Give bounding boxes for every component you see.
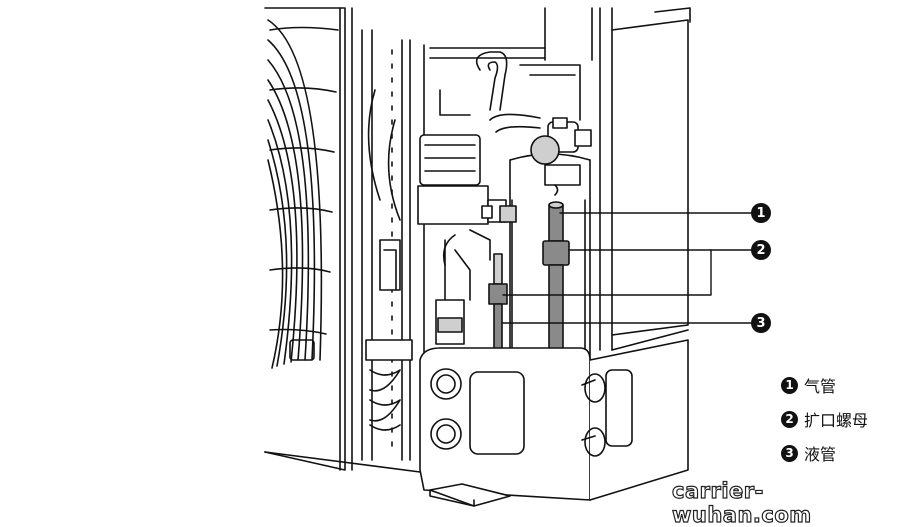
fan-grille bbox=[264, 7, 346, 471]
legend-number-1: 1 bbox=[781, 376, 798, 394]
cabinet-frame bbox=[264, 7, 691, 473]
liquid-pipe bbox=[488, 253, 508, 355]
legend-label-liquid-pipe: 液管 bbox=[804, 445, 837, 464]
gas-pipe bbox=[542, 201, 570, 356]
leader-line-2 bbox=[502, 249, 712, 296]
callout-badge-2: 2 bbox=[751, 240, 771, 260]
gas-service-valve bbox=[530, 117, 592, 196]
top-piping bbox=[429, 47, 581, 121]
outdoor-unit-illustration bbox=[264, 7, 752, 507]
legend-item-flare-nut: 2 扩口螺母 bbox=[781, 406, 893, 432]
callout-badge-1: 1 bbox=[751, 203, 771, 223]
legend-number-2: 2 bbox=[781, 410, 798, 428]
valve-block bbox=[417, 134, 517, 345]
legend-number-3: 3 bbox=[781, 444, 798, 462]
watermark: carrier-wuhan.com bbox=[671, 478, 812, 527]
legend: 1 气管 2 扩口螺母 3 液管 bbox=[781, 372, 893, 474]
bottom-cover-panel bbox=[419, 339, 689, 507]
condenser-coil bbox=[361, 29, 425, 461]
leader-lines bbox=[501, 212, 752, 324]
legend-label-flare-nut: 扩口螺母 bbox=[804, 411, 869, 430]
callout-badge-3: 3 bbox=[751, 313, 771, 333]
legend-label-gas-pipe: 气管 bbox=[804, 377, 837, 396]
legend-item-gas-pipe: 1 气管 bbox=[781, 372, 893, 398]
legend-item-liquid-pipe: 3 液管 bbox=[781, 440, 893, 466]
